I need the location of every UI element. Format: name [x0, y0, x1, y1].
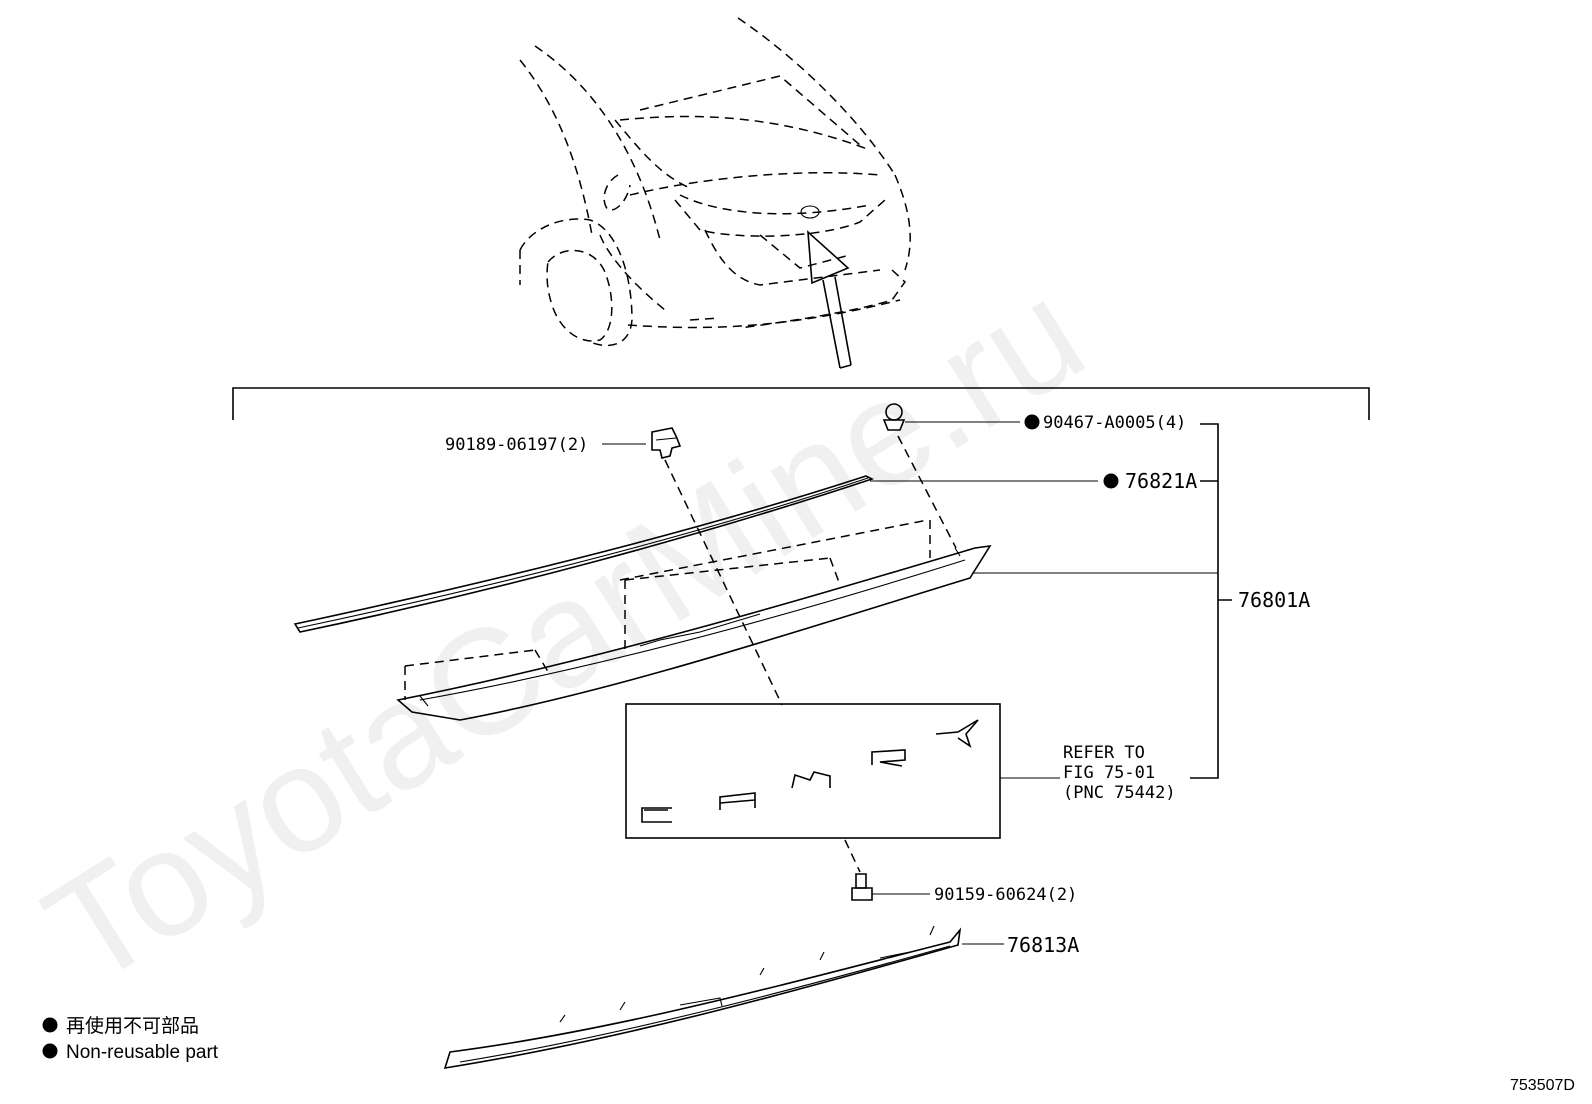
clip-left-icon — [651, 427, 682, 459]
garnish-rear-dashline — [404, 519, 931, 700]
bolt-icon — [851, 873, 873, 901]
legend-text-jp: 再使用不可部品 — [66, 1015, 199, 1037]
location-arrow-icon — [807, 230, 852, 369]
dashline-clip-left — [664, 459, 783, 706]
dashline-bolt — [844, 839, 861, 873]
clip-right-icon — [882, 403, 906, 431]
emblem-letter-y — [935, 719, 979, 748]
part-label-clip-left: 90189-06197(2) — [445, 435, 588, 455]
assembly-bracket — [1190, 423, 1232, 779]
legend-bullet-icon — [42, 1043, 58, 1059]
refer-line-2: FIG 75-01 — [1063, 763, 1155, 783]
part-label-clip-right: 90467-A0005(4) — [1043, 413, 1186, 433]
emblem-letter-c — [641, 807, 672, 823]
legend-text-en: Non-reusable part — [66, 1042, 219, 1063]
part-label-seal: 76821A — [1125, 469, 1197, 493]
parts-group-bracket — [232, 387, 1370, 420]
dashline-clip-right — [897, 435, 957, 549]
part-label-bolt: 90159-60624(2) — [934, 885, 1077, 905]
emblem-letter-r — [871, 749, 906, 767]
seal-strip-part — [293, 475, 875, 633]
emblem-letter-m — [791, 771, 831, 789]
figure-id: 753507D — [1510, 1077, 1575, 1094]
emblem-letter-a — [719, 792, 756, 810]
car-rear-illustration — [519, 17, 911, 347]
legend-bullet-icon — [42, 1017, 58, 1033]
emblem-letters — [641, 719, 979, 823]
garnish-assembly-part — [396, 544, 992, 721]
part-label-garnish-assy: 76801A — [1238, 588, 1310, 612]
lower-garnish-part — [443, 925, 962, 1069]
non-reusable-bullet-icon — [1103, 473, 1119, 489]
part-label-lower-garnish: 76813A — [1007, 933, 1079, 957]
non-reusable-bullet-icon — [1024, 414, 1040, 430]
emblem-box — [625, 703, 1001, 839]
emblem-oval-icon — [800, 205, 820, 219]
refer-line-3: (PNC 75442) — [1063, 783, 1176, 803]
refer-line-1: REFER TO — [1063, 743, 1145, 763]
